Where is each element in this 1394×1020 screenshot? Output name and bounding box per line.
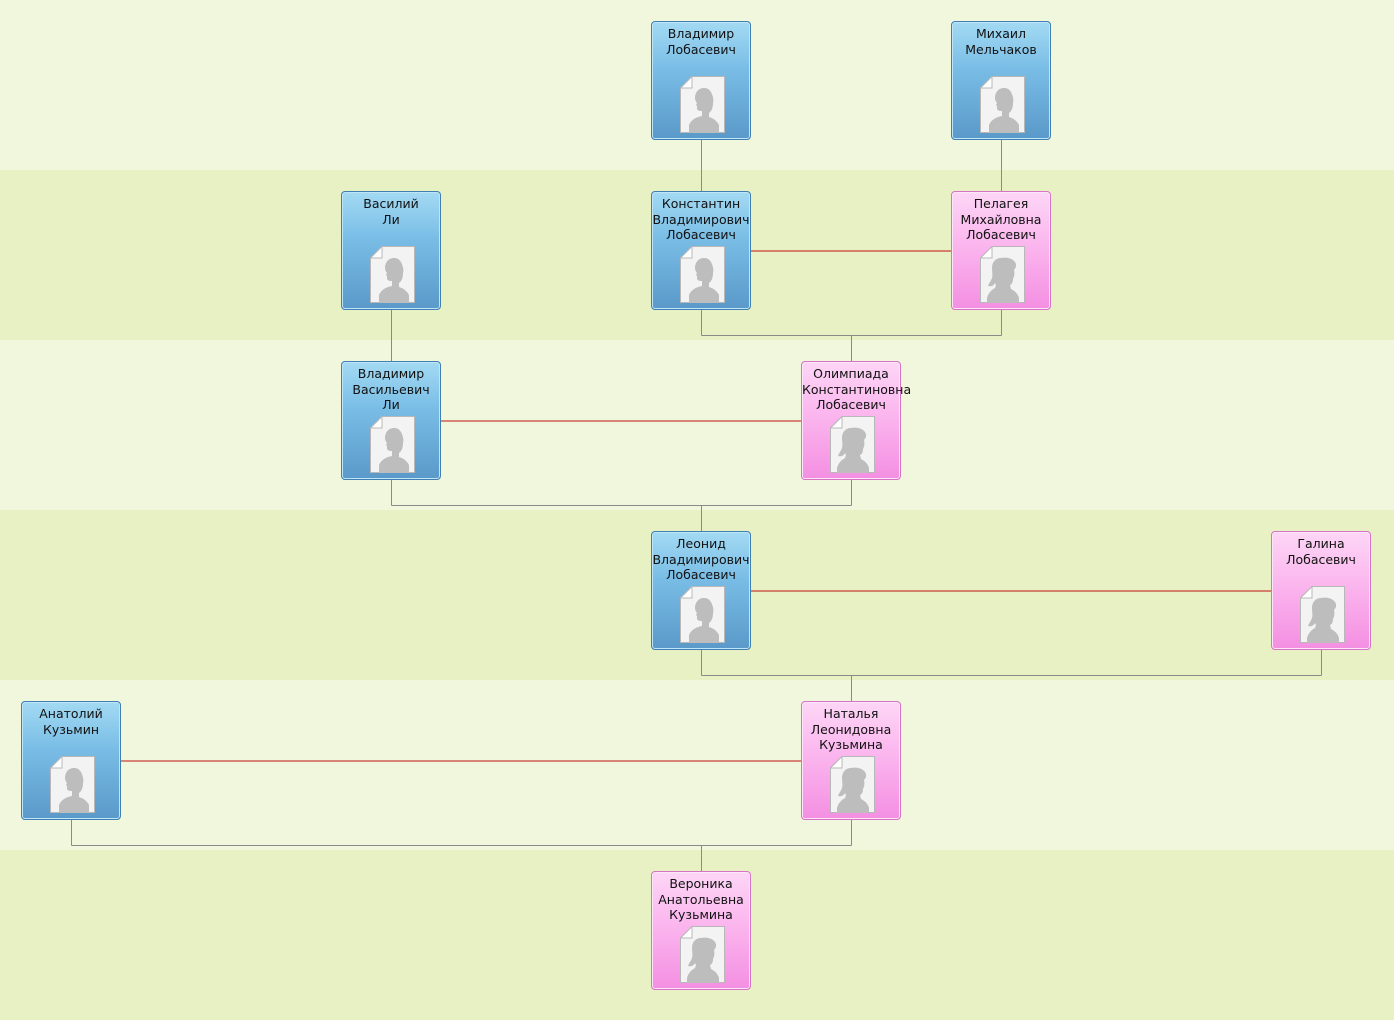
person-name: Пелагея Михайловна Лобасевич bbox=[960, 196, 1042, 242]
person-silhouette-female-icon bbox=[830, 416, 875, 473]
parent-child-line bbox=[701, 650, 1322, 701]
person-name: Леонид Владимирович Лобасевич bbox=[652, 536, 750, 582]
person-name: Галина Лобасевич bbox=[1286, 536, 1356, 567]
person-card[interactable]: Галина Лобасевич bbox=[1271, 531, 1371, 650]
person-silhouette-male-icon bbox=[370, 416, 415, 473]
person-card[interactable]: Константин Владимирович Лобасевич bbox=[651, 191, 751, 310]
person-silhouette-male-icon bbox=[680, 76, 725, 133]
generation-band-5 bbox=[0, 680, 1394, 850]
person-name: Наталья Леонидовна Кузьмина bbox=[810, 706, 892, 752]
person-card[interactable]: Анатолий Кузьмин bbox=[21, 701, 121, 820]
person-name: Василий Ли bbox=[363, 196, 419, 227]
person-silhouette-female-icon bbox=[980, 246, 1025, 303]
person-card[interactable]: Олимпиада Константиновна Лобасевич bbox=[801, 361, 912, 480]
person-card[interactable]: Наталья Леонидовна Кузьмина bbox=[801, 701, 901, 820]
parent-child-line bbox=[391, 480, 852, 531]
parent-child-line bbox=[701, 310, 1002, 361]
person-name: Константин Владимирович Лобасевич bbox=[652, 196, 750, 242]
person-name: Олимпиада Константиновна Лобасевич bbox=[802, 366, 912, 412]
person-card[interactable]: Василий Ли bbox=[341, 191, 441, 310]
person-name: Владимир Васильевич Ли bbox=[352, 366, 430, 412]
person-card[interactable]: Пелагея Михайловна Лобасевич bbox=[951, 191, 1051, 310]
person-name: Вероника Анатольевна Кузьмина bbox=[658, 876, 744, 922]
person-silhouette-male-icon bbox=[50, 756, 95, 813]
person-silhouette-male-icon bbox=[980, 76, 1025, 133]
person-card[interactable]: Леонид Владимирович Лобасевич bbox=[651, 531, 751, 650]
person-name: Владимир Лобасевич bbox=[666, 26, 736, 57]
person-silhouette-female-icon bbox=[830, 756, 875, 813]
person-silhouette-male-icon bbox=[680, 246, 725, 303]
person-silhouette-female-icon bbox=[680, 926, 725, 983]
person-name: Михаил Мельчаков bbox=[965, 26, 1037, 57]
generation-band-3 bbox=[0, 340, 1394, 510]
person-card[interactable]: Владимир Васильевич Ли bbox=[341, 361, 441, 480]
person-silhouette-male-icon bbox=[370, 246, 415, 303]
person-card[interactable]: Владимир Лобасевич bbox=[651, 21, 751, 140]
parent-child-line bbox=[71, 820, 852, 871]
person-card[interactable]: Михаил Мельчаков bbox=[951, 21, 1051, 140]
person-card[interactable]: Вероника Анатольевна Кузьмина bbox=[651, 871, 751, 990]
person-silhouette-female-icon bbox=[1300, 586, 1345, 643]
person-silhouette-male-icon bbox=[680, 586, 725, 643]
person-name: Анатолий Кузьмин bbox=[39, 706, 103, 737]
